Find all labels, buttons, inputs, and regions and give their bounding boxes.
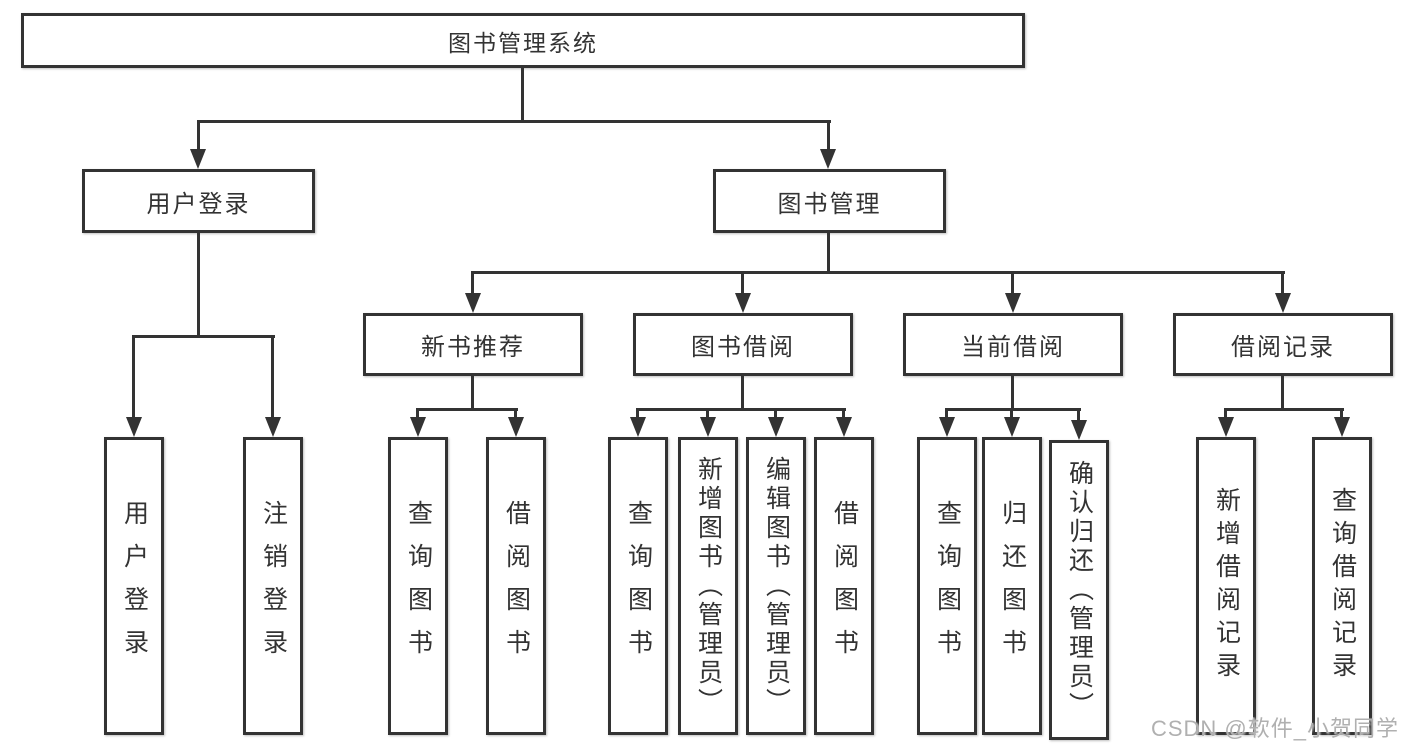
- connector-new-book-stem: [471, 376, 474, 411]
- arrowhead-rec-borrow: [508, 417, 524, 437]
- node-user-login-branch: 用户登录: [82, 169, 315, 233]
- connector-book-borrow-bus: [636, 408, 846, 411]
- connector-to-current-borrow: [1011, 271, 1014, 295]
- arrowhead-cb-confirm: [1071, 420, 1087, 440]
- arrowhead-borrow-records: [1275, 293, 1291, 313]
- node-current-borrowing: 当前借阅: [903, 313, 1123, 376]
- node-bb-add-books-admin: 新增图书（管理员）: [678, 437, 738, 735]
- node-leaf-user-login: 用户登录: [104, 437, 164, 735]
- arrowhead-br-add: [1218, 417, 1234, 437]
- node-label: 借阅图书: [502, 500, 531, 672]
- connector-current-borrow-bus: [945, 408, 1081, 411]
- connector-to-bb-borrow: [842, 408, 845, 421]
- arrowhead-new-book: [465, 293, 481, 313]
- node-br-add-record: 新增借阅记录: [1196, 437, 1256, 735]
- connector-to-leaf-user-login: [132, 335, 135, 420]
- node-label: 注销登录: [259, 500, 288, 672]
- connector-root-stem: [521, 68, 524, 123]
- node-book-borrowing: 图书借阅: [633, 313, 853, 376]
- node-label: 新增图书（管理员）: [694, 455, 723, 717]
- node-label: 图书管理: [777, 190, 882, 218]
- connector-book-borrow-stem: [741, 376, 744, 411]
- node-bb-borrow-books: 借阅图书: [814, 437, 874, 735]
- connector-to-cb-confirm: [1077, 408, 1080, 421]
- connector-to-cb-query: [945, 408, 948, 421]
- node-label: 借阅记录: [1231, 334, 1335, 361]
- arrowhead-cb-return: [1004, 417, 1020, 437]
- node-label: 确认归还（管理员）: [1065, 459, 1094, 721]
- connector-to-new-book: [471, 271, 474, 295]
- connector-to-user-login: [197, 120, 200, 152]
- connector-to-bb-edit: [774, 408, 777, 421]
- arrowhead-cb-query: [939, 417, 955, 437]
- connector-to-book-management: [827, 120, 830, 152]
- connector-current-borrow-stem: [1011, 376, 1014, 411]
- connector-to-book-borrow: [741, 271, 744, 295]
- arrowhead-bb-edit: [768, 417, 784, 437]
- node-cb-query-books: 查询图书: [917, 437, 977, 735]
- node-br-query-record: 查询借阅记录: [1312, 437, 1372, 735]
- node-rec-query-books: 查询图书: [388, 437, 448, 735]
- node-label: 查询图书: [933, 500, 962, 672]
- node-borrowing-records: 借阅记录: [1173, 313, 1393, 376]
- node-leaf-logout: 注销登录: [243, 437, 303, 735]
- node-book-management-branch: 图书管理: [713, 169, 946, 233]
- node-label: 用户登录: [120, 500, 149, 672]
- csdn-watermark: CSDN @软件_小贺同学: [1150, 716, 1399, 741]
- connector-user-login-bus: [132, 335, 275, 338]
- node-cb-confirm-return-admin: 确认归还（管理员）: [1049, 440, 1109, 740]
- node-label: 查询借阅记录: [1328, 487, 1357, 685]
- arrowhead-current-borrow: [1005, 293, 1021, 313]
- node-label: 借阅图书: [830, 500, 859, 672]
- node-rec-borrow-books: 借阅图书: [486, 437, 546, 735]
- connector-to-bb-query: [636, 408, 639, 421]
- connector-to-rec-borrow: [514, 408, 517, 421]
- node-label: 编辑图书（管理员）: [762, 455, 791, 717]
- connector-to-borrow-records: [1281, 271, 1284, 295]
- connector-to-bb-add: [706, 408, 709, 421]
- node-label: 归还图书: [998, 500, 1027, 672]
- arrowhead-leaf-user-login: [126, 417, 142, 437]
- connector-to-cb-return: [1010, 408, 1013, 421]
- node-label: 新书推荐: [421, 334, 525, 361]
- connector-user-login-stem: [197, 233, 200, 338]
- connector-borrow-records-stem: [1281, 376, 1284, 411]
- node-label: 图书借阅: [691, 334, 795, 361]
- node-label: 用户登录: [146, 190, 251, 218]
- connector-level2-bus: [471, 271, 1285, 274]
- connector-book-management-stem: [827, 233, 830, 274]
- node-label: 图书管理系统: [448, 29, 598, 56]
- node-label: 查询图书: [624, 500, 653, 672]
- node-library-management-system: 图书管理系统: [21, 13, 1025, 68]
- node-bb-query-books: 查询图书: [608, 437, 668, 735]
- connector-level1-bus: [197, 120, 831, 123]
- node-cb-return-books: 归还图书: [982, 437, 1042, 735]
- connector-to-leaf-logout: [271, 335, 274, 420]
- node-label: 新增借阅记录: [1212, 487, 1241, 685]
- arrowhead-user-login: [190, 149, 206, 169]
- node-bb-edit-books-admin: 编辑图书（管理员）: [746, 437, 806, 735]
- arrowhead-rec-query: [410, 417, 426, 437]
- connector-to-br-add: [1224, 408, 1227, 421]
- connector-new-book-bus: [416, 408, 518, 411]
- arrowhead-bb-add: [700, 417, 716, 437]
- connector-to-rec-query: [416, 408, 419, 421]
- arrowhead-book-management: [820, 149, 836, 169]
- arrowhead-leaf-logout: [265, 417, 281, 437]
- connector-borrow-records-bus: [1224, 408, 1344, 411]
- node-label: 当前借阅: [961, 334, 1065, 361]
- connector-to-br-query: [1340, 408, 1343, 421]
- arrowhead-br-query: [1334, 417, 1350, 437]
- arrowhead-bb-query: [630, 417, 646, 437]
- node-label: 查询图书: [404, 500, 433, 672]
- arrowhead-bb-borrow: [836, 417, 852, 437]
- node-new-book-recommendation: 新书推荐: [363, 313, 583, 376]
- arrowhead-book-borrow: [735, 293, 751, 313]
